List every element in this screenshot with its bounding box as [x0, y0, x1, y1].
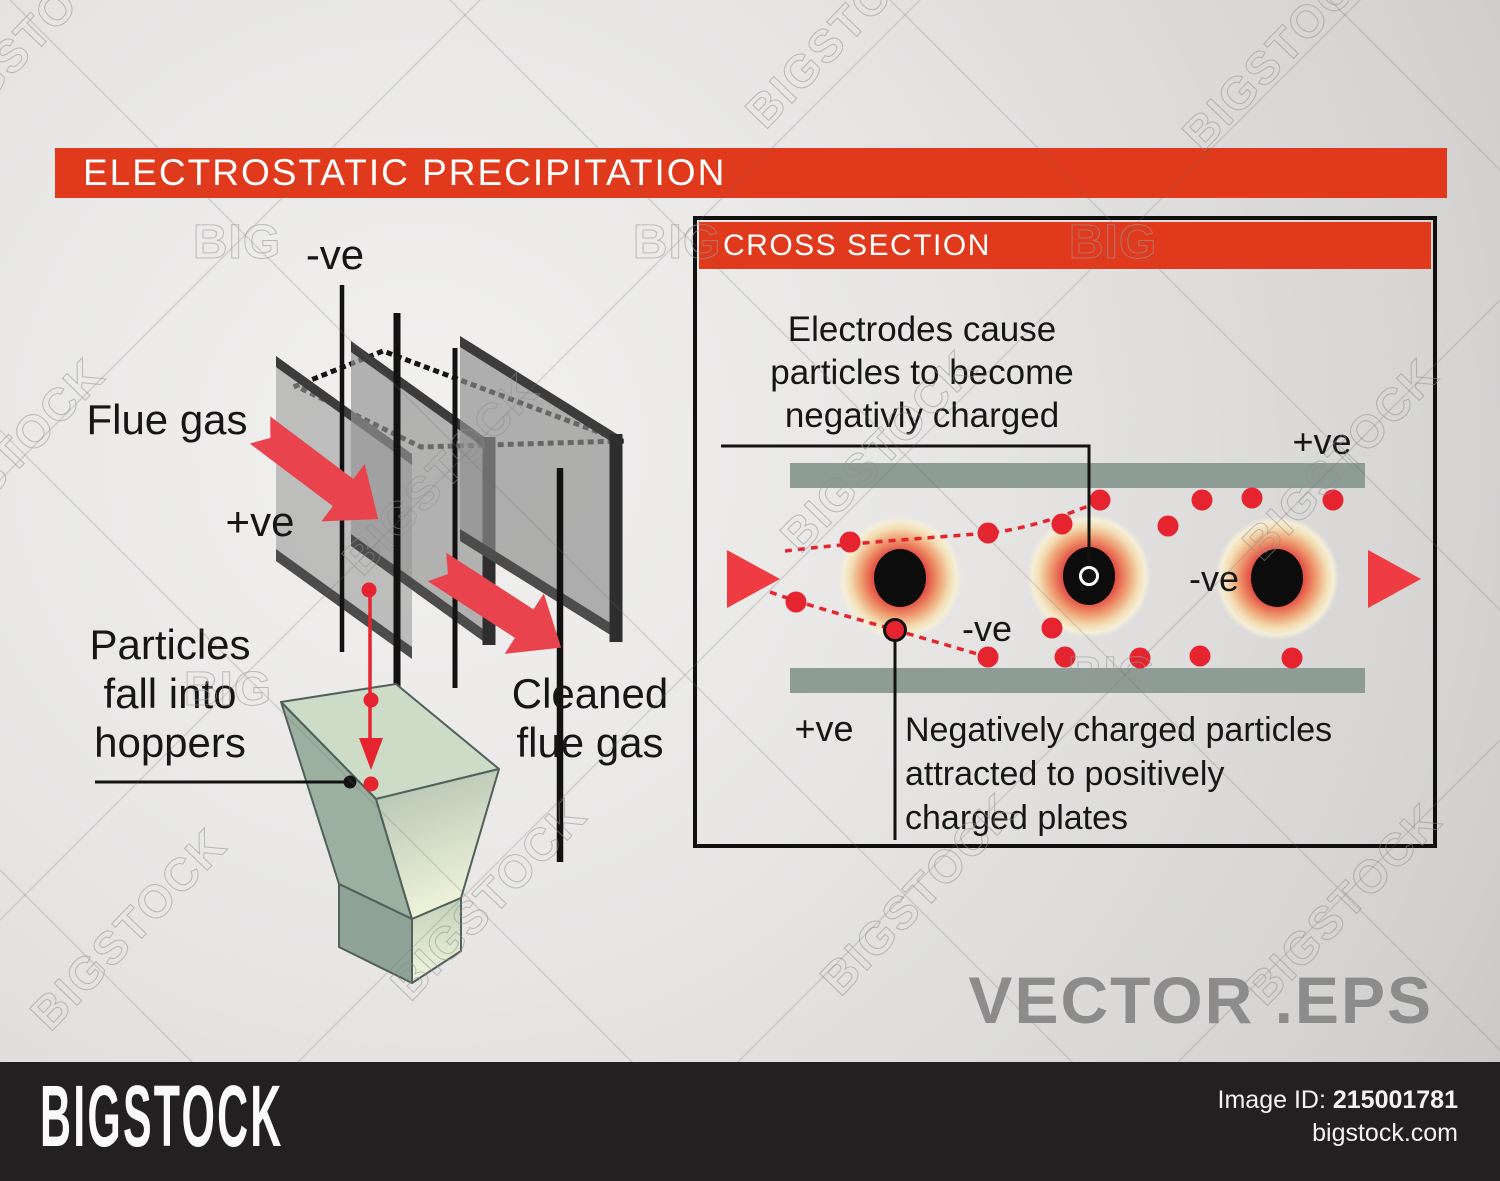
title-bar: ELECTROSTATIC PRECIPITATION: [55, 148, 1447, 198]
bottom-collector-plate: [790, 668, 1365, 693]
watermark-text: BIGSTOCK: [20, 818, 237, 1040]
flue-gas-label: Flue gas: [86, 396, 247, 443]
watermark-hairline: [0, 0, 1500, 1110]
electrodes-note-line-3: negativly charged: [784, 396, 1060, 435]
image-id-row: Image ID: 215001781: [1218, 1084, 1458, 1117]
watermark-big-text: BIG: [193, 216, 281, 269]
dust-dot: [785, 591, 807, 613]
watermark-big-text: BIG: [1068, 648, 1156, 701]
watermark-text: BIGSTOCK: [735, 0, 952, 138]
particles-line-3: hoppers: [94, 719, 246, 766]
dust-dot: [1129, 647, 1151, 669]
image-id-label: Image ID:: [1217, 1086, 1326, 1114]
hopper-leader-dot: [343, 775, 357, 789]
watermark-big-text: BIG: [184, 663, 272, 716]
watermark-hairline: [0, 0, 1500, 670]
right-particle-charge-label: -ve: [1189, 558, 1239, 599]
particle-core: [874, 549, 926, 607]
electrodes-note: Electrodes cause particles to become neg…: [712, 308, 1132, 437]
positive-plate-label: +ve: [226, 498, 295, 545]
dust-dot: [1189, 645, 1211, 667]
watermark-text: BIGSTOCK: [0, 0, 137, 148]
particles-line-2: fall into: [103, 670, 236, 717]
electrode-leader-target: [1079, 566, 1099, 586]
plate-back-bottom-edge: [460, 529, 620, 641]
particle-path-upper: [784, 499, 1101, 553]
cleaned-line-2: flue gas: [516, 719, 663, 766]
top-collector-plate: [790, 463, 1365, 488]
vector-eps-note: VECTOR .EPS: [968, 963, 1433, 1037]
electrode-leader-line: [721, 444, 1091, 566]
particle-dot: [363, 776, 379, 792]
footer-bar: BIGSTOCK Image ID: 215001781 bigstock.co…: [0, 1062, 1500, 1181]
top-plate-charge-label: +ve: [1292, 421, 1351, 462]
attraction-note-line-2: attracted to positively: [905, 755, 1225, 793]
dust-dot: [839, 531, 861, 553]
particle-dot: [361, 582, 377, 598]
cleaned-line-1: Cleaned: [512, 670, 668, 717]
particles-line-1: Particles: [89, 621, 250, 668]
falling-particles: [359, 582, 383, 792]
cross-section-title: CROSS SECTION: [723, 228, 991, 262]
hopper: [280, 683, 500, 984]
attraction-note-line-3: charged plates: [905, 799, 1129, 837]
cross-section-box: CROSS SECTION: [693, 216, 1437, 848]
watermark-text: BIGSTOCK: [0, 348, 115, 570]
particle-core: [1251, 549, 1303, 607]
electrodes-note-line-2: particles to become: [770, 353, 1074, 392]
flow-out-triangle-icon: [1368, 550, 1421, 608]
bigstock-logo: BIGSTOCK: [40, 1068, 284, 1166]
cleaned-flue-gas-label: Cleaned flue gas: [512, 670, 668, 766]
watermark-big-text: BIG: [633, 216, 721, 269]
image-id-value: 215001781: [1332, 1086, 1458, 1114]
fall-arrowhead-icon: [359, 738, 383, 770]
watermark-hairline: [0, 0, 482, 482]
watermark-big-text: BIG: [1069, 216, 1157, 269]
dust-dot: [1051, 513, 1073, 535]
cross-section-header: CROSS SECTION: [699, 222, 1431, 269]
dust-dot: [1157, 515, 1179, 537]
dust-dot: [1281, 647, 1303, 669]
charged-particle-glows: [838, 514, 1339, 640]
flow-in-triangle-icon: [727, 550, 780, 608]
page-title: ELECTROSTATIC PRECIPITATION: [83, 152, 727, 193]
watermark-hairline: [0, 0, 1500, 980]
plate-back-top-edge: [460, 336, 620, 447]
watermark-text: BIGSTOCK: [380, 788, 597, 1010]
watermark-text: BIGSTOCK: [770, 340, 987, 562]
dust-dot: [977, 522, 999, 544]
attraction-note: Negatively charged particles attracted t…: [905, 708, 1425, 840]
dust-dot: [1041, 617, 1063, 639]
watermark-hairline: [1057, 738, 1500, 1181]
dust-dot: [977, 646, 999, 668]
particle-dot: [363, 692, 379, 708]
site-url: bigstock.com: [1312, 1119, 1458, 1147]
watermark-text: BIGSTOCK: [1172, 0, 1389, 160]
dust-dot: [1089, 489, 1111, 511]
watermark-text: BIGSTOCK: [332, 363, 549, 585]
flue-gas-arrow-icon: [249, 416, 379, 522]
attraction-note-line-1: Negatively charged particles: [905, 711, 1333, 749]
particles-fall-label: Particles fall into hoppers: [89, 621, 250, 766]
charged-dust-dots: [785, 487, 1344, 669]
watermark-text: BIGSTOCK: [1232, 348, 1449, 570]
dust-dot: [1241, 487, 1263, 509]
dust-dot: [1322, 489, 1344, 511]
dust-dot: [1054, 646, 1076, 668]
dust-dot: [1191, 489, 1213, 511]
footer-meta: Image ID: 215001781 bigstock.com: [1218, 1084, 1458, 1150]
hopper-spout-right: [411, 897, 462, 984]
electrodes-note-line-1: Electrodes cause: [787, 310, 1057, 349]
precipitator-3d-diagram: -ve Flue gas +ve Particles fall into hop…: [86, 231, 668, 984]
cross-section-diagram: +ve +ve -ve -ve: [721, 421, 1421, 840]
negative-electrode-label: -ve: [306, 231, 364, 278]
cleaned-gas-arrow-icon: [427, 552, 562, 654]
watermark-hairline: [617, 298, 1500, 1181]
bottom-plate-charge-label: +ve: [794, 708, 853, 749]
mid-particle-charge-label: -ve: [962, 608, 1012, 649]
